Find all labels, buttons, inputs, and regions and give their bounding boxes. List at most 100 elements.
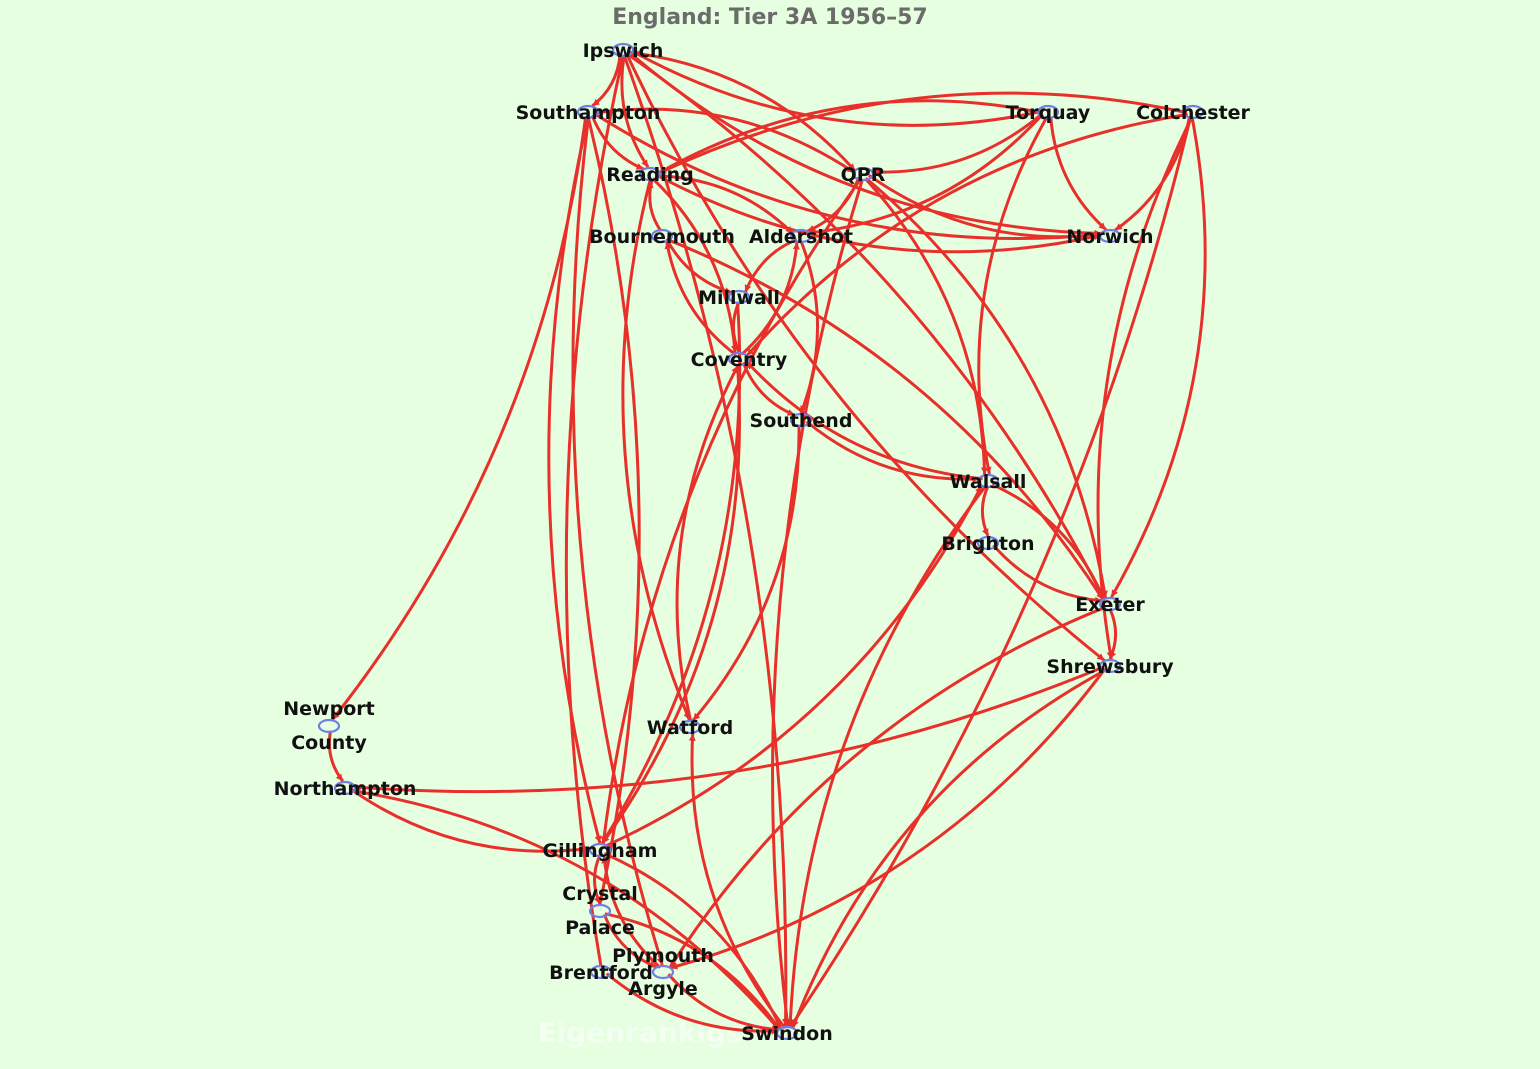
edge-qpr-to-gillingham xyxy=(600,177,863,844)
edge-reading-to-watford xyxy=(621,178,691,721)
edge-qpr-to-swindon xyxy=(771,178,864,1027)
edge-aldershot-to-millwall xyxy=(744,238,798,293)
node-marker xyxy=(678,719,702,735)
node-coventry[interactable]: Coventry xyxy=(691,349,788,371)
node-aldershot[interactable]: Aldershot xyxy=(749,226,853,248)
edge-torquay-to-ipswich xyxy=(631,49,1043,127)
edge-southampton-to-reading xyxy=(590,114,645,171)
edge-crystal-to-plymouth xyxy=(602,913,658,969)
edge-southampton-to-qpr xyxy=(593,107,856,174)
edge-walsall-to-exeter xyxy=(991,483,1106,600)
edge-ipswich-to-swindon xyxy=(622,54,790,1027)
node-label: Walsall xyxy=(950,471,1027,493)
node-gillingham[interactable]: Gillingham xyxy=(543,840,658,862)
edge-gillingham-to-crystal xyxy=(593,854,602,905)
node-label: Bournemouth xyxy=(589,226,735,248)
edge-southampton-to-newport xyxy=(331,116,588,721)
node-shrewsbury[interactable]: Shrewsbury xyxy=(1046,656,1174,678)
node-marker xyxy=(976,535,1000,551)
node-southampton[interactable]: Southampton xyxy=(516,102,661,124)
node-ipswich[interactable]: Ipswich xyxy=(583,40,664,62)
node-watford[interactable]: Watford xyxy=(647,717,733,739)
node-marker xyxy=(650,228,674,244)
edge-plymouth-to-swindon xyxy=(667,973,780,1033)
node-label: Northampton xyxy=(274,778,417,800)
node-marker xyxy=(317,718,341,734)
edge-qpr-to-exeter xyxy=(865,177,1108,599)
edge-ipswich-to-norwich xyxy=(627,50,1102,237)
node-label: Millwall xyxy=(698,287,780,309)
node-swindon[interactable]: Swindon xyxy=(741,1023,832,1045)
node-bournemouth[interactable]: Bournemouth xyxy=(589,226,735,248)
edge-reading-to-aldershot xyxy=(655,174,794,235)
node-torquay[interactable]: Torquay xyxy=(1006,102,1091,124)
node-label: Coventry xyxy=(691,349,788,371)
edge-walsall-to-coventry xyxy=(746,361,983,481)
node-norwich[interactable]: Norwich xyxy=(1066,226,1153,248)
node-marker xyxy=(789,228,813,244)
node-northampton[interactable]: Northampton xyxy=(274,778,417,800)
edge-southampton-to-plymouth xyxy=(571,116,664,966)
edge-swindon-to-watford xyxy=(688,733,787,1030)
node-label: Swindon xyxy=(741,1023,832,1045)
node-marker xyxy=(576,104,600,120)
node-marker xyxy=(775,1025,799,1041)
node-label: Brighton xyxy=(941,533,1034,555)
edge-southend-to-watford xyxy=(691,424,801,722)
edge-shrewsbury-to-plymouth xyxy=(669,667,1107,970)
node-label: Torquay xyxy=(1006,102,1091,124)
node-walsall[interactable]: Walsall xyxy=(950,471,1027,493)
node-marker xyxy=(727,289,751,305)
node-label: Ipswich xyxy=(583,40,664,62)
node-exeter[interactable]: Exeter xyxy=(1075,594,1145,616)
node-label: Norwich xyxy=(1066,226,1153,248)
node-colchester[interactable]: Colchester xyxy=(1136,102,1250,124)
node-marker xyxy=(638,166,662,182)
node-marker xyxy=(1181,104,1205,120)
node-label: Exeter xyxy=(1075,594,1145,616)
node-qpr[interactable]: QPR xyxy=(841,164,886,186)
edge-colchester-to-norwich xyxy=(1114,115,1192,232)
node-millwall[interactable]: Millwall xyxy=(698,287,780,309)
edge-crystal-to-swindon xyxy=(604,912,781,1031)
node-marker xyxy=(1098,228,1122,244)
node-marker xyxy=(588,903,612,919)
node-label: Colchester xyxy=(1136,102,1250,124)
edge-coventry-to-aldershot xyxy=(740,242,800,356)
node-southend[interactable]: Southend xyxy=(750,410,853,432)
node-marker xyxy=(333,780,357,796)
node-marker xyxy=(851,166,875,182)
edge-ipswich-to-exeter xyxy=(626,52,1106,600)
diagram-title: England: Tier 3A 1956–57 xyxy=(612,5,928,30)
edge-brighton-to-exeter xyxy=(992,544,1103,604)
node-marker xyxy=(1098,596,1122,612)
edge-coventry-to-bournemouth xyxy=(664,241,737,356)
node-brighton[interactable]: Brighton xyxy=(941,533,1034,555)
node-marker xyxy=(588,842,612,858)
edge-brentford-to-ipswich xyxy=(564,56,625,968)
node-brentford[interactable]: Brentford xyxy=(549,962,653,984)
edge-walsall-to-swindon xyxy=(786,484,988,1027)
node-marker xyxy=(651,964,675,980)
node-label: Gillingham xyxy=(543,840,658,862)
edge-northampton-to-gillingham xyxy=(349,787,592,853)
edge-aldershot-to-southend xyxy=(799,240,820,414)
node-reading[interactable]: Reading xyxy=(606,164,694,186)
edge-watford-to-coventry xyxy=(675,365,740,723)
edge-southampton-to-gillingham xyxy=(547,116,602,844)
edge-walsall-to-brighton xyxy=(980,485,990,537)
edge-plymouth-to-gillingham xyxy=(601,856,662,969)
edge-southend-to-walsall xyxy=(805,420,980,483)
node-label: Shrewsbury xyxy=(1046,656,1174,678)
node-marker xyxy=(727,351,751,367)
watermark: Eigenrankigs xyxy=(537,1016,742,1049)
edge-gillingham-to-walsall xyxy=(603,485,983,848)
